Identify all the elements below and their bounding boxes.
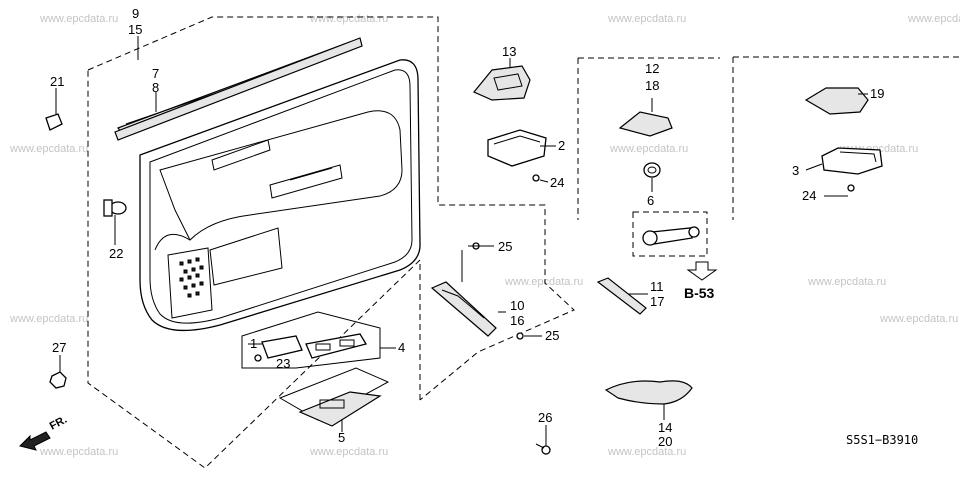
watermark-text: www.epcdata.ru — [807, 276, 886, 288]
watermark-text: www.epcdata.ru — [879, 313, 958, 325]
switch-3 — [805, 147, 883, 197]
watermark-text: www.epcdata.ru — [609, 143, 688, 155]
nut-27 — [49, 355, 67, 389]
door-trim-panel — [139, 59, 421, 332]
label-7: 7 — [152, 66, 159, 81]
label-14: 14 — [658, 420, 672, 435]
part-number-labels: 9 15 7 8 21 22 27 13 2 24 25 10 16 25 4 … — [50, 6, 884, 449]
leader-lines — [137, 36, 653, 432]
window-switch-2 — [487, 129, 556, 183]
assembly-outline — [87, 16, 960, 469]
strip-11 — [596, 277, 648, 315]
label-24a: 24 — [550, 175, 564, 190]
label-2: 2 — [558, 138, 565, 153]
belt-molding — [114, 37, 363, 141]
watermark-text: www.epcdata.ru — [39, 13, 118, 25]
switch-cover-13 — [473, 58, 531, 101]
label-20: 20 — [658, 434, 672, 449]
clip-21 — [45, 88, 63, 131]
cover-12 — [618, 98, 673, 137]
front-arrow-icon — [19, 431, 51, 451]
bezel-5 — [278, 367, 390, 427]
reference-label: B-53 — [684, 285, 715, 301]
label-18: 18 — [645, 78, 659, 93]
bracket-10 — [430, 242, 542, 340]
reference-arrow — [686, 261, 718, 281]
watermark-text: www.epcdata.ru — [309, 13, 388, 25]
clip-22 — [103, 199, 127, 245]
watermark-text: www.epcdata.ru — [309, 446, 388, 458]
pull-cup-14 — [604, 380, 693, 420]
label-22: 22 — [109, 246, 123, 261]
label-6: 6 — [647, 193, 654, 208]
label-1: 1 — [250, 336, 257, 351]
speaker-grille — [179, 257, 204, 298]
label-25a: 25 — [498, 239, 512, 254]
label-5: 5 — [338, 430, 345, 445]
screw-26 — [535, 425, 551, 455]
watermark-text: www.epcdata.ru — [607, 13, 686, 25]
label-25b: 25 — [545, 328, 559, 343]
label-21: 21 — [50, 74, 64, 89]
label-10: 10 — [510, 298, 524, 313]
label-24b: 24 — [802, 188, 816, 203]
escutcheon-6 — [643, 162, 661, 192]
watermark-text: www.epcdata.ru — [9, 143, 88, 155]
label-9: 9 — [132, 6, 139, 21]
label-13: 13 — [502, 44, 516, 59]
label-16: 16 — [510, 313, 524, 328]
front-arrow-label: FR. — [48, 414, 69, 433]
watermark-text: www.epcdata.ru — [907, 13, 960, 25]
watermark-text: www.epcdata.ru — [504, 276, 583, 288]
label-19: 19 — [870, 86, 884, 101]
regulator-handle-box — [632, 211, 708, 257]
label-4: 4 — [398, 340, 405, 355]
label-3: 3 — [792, 163, 799, 178]
watermark-text: www.epcdata.ru — [9, 313, 88, 325]
label-15: 15 — [128, 22, 142, 37]
watermark-text: www.epcdata.ru — [39, 446, 118, 458]
label-17: 17 — [650, 294, 664, 309]
inner-handle-group — [241, 311, 381, 369]
label-11: 11 — [650, 279, 664, 294]
watermark-text: www.epcdata.ru — [607, 446, 686, 458]
label-27: 27 — [52, 340, 66, 355]
diagram-code: S5S1−B3910 — [846, 433, 918, 447]
switch-cover-19 — [804, 87, 869, 115]
label-12: 12 — [645, 61, 659, 76]
label-8: 8 — [152, 80, 159, 95]
label-26: 26 — [538, 410, 552, 425]
label-23: 23 — [276, 356, 290, 371]
